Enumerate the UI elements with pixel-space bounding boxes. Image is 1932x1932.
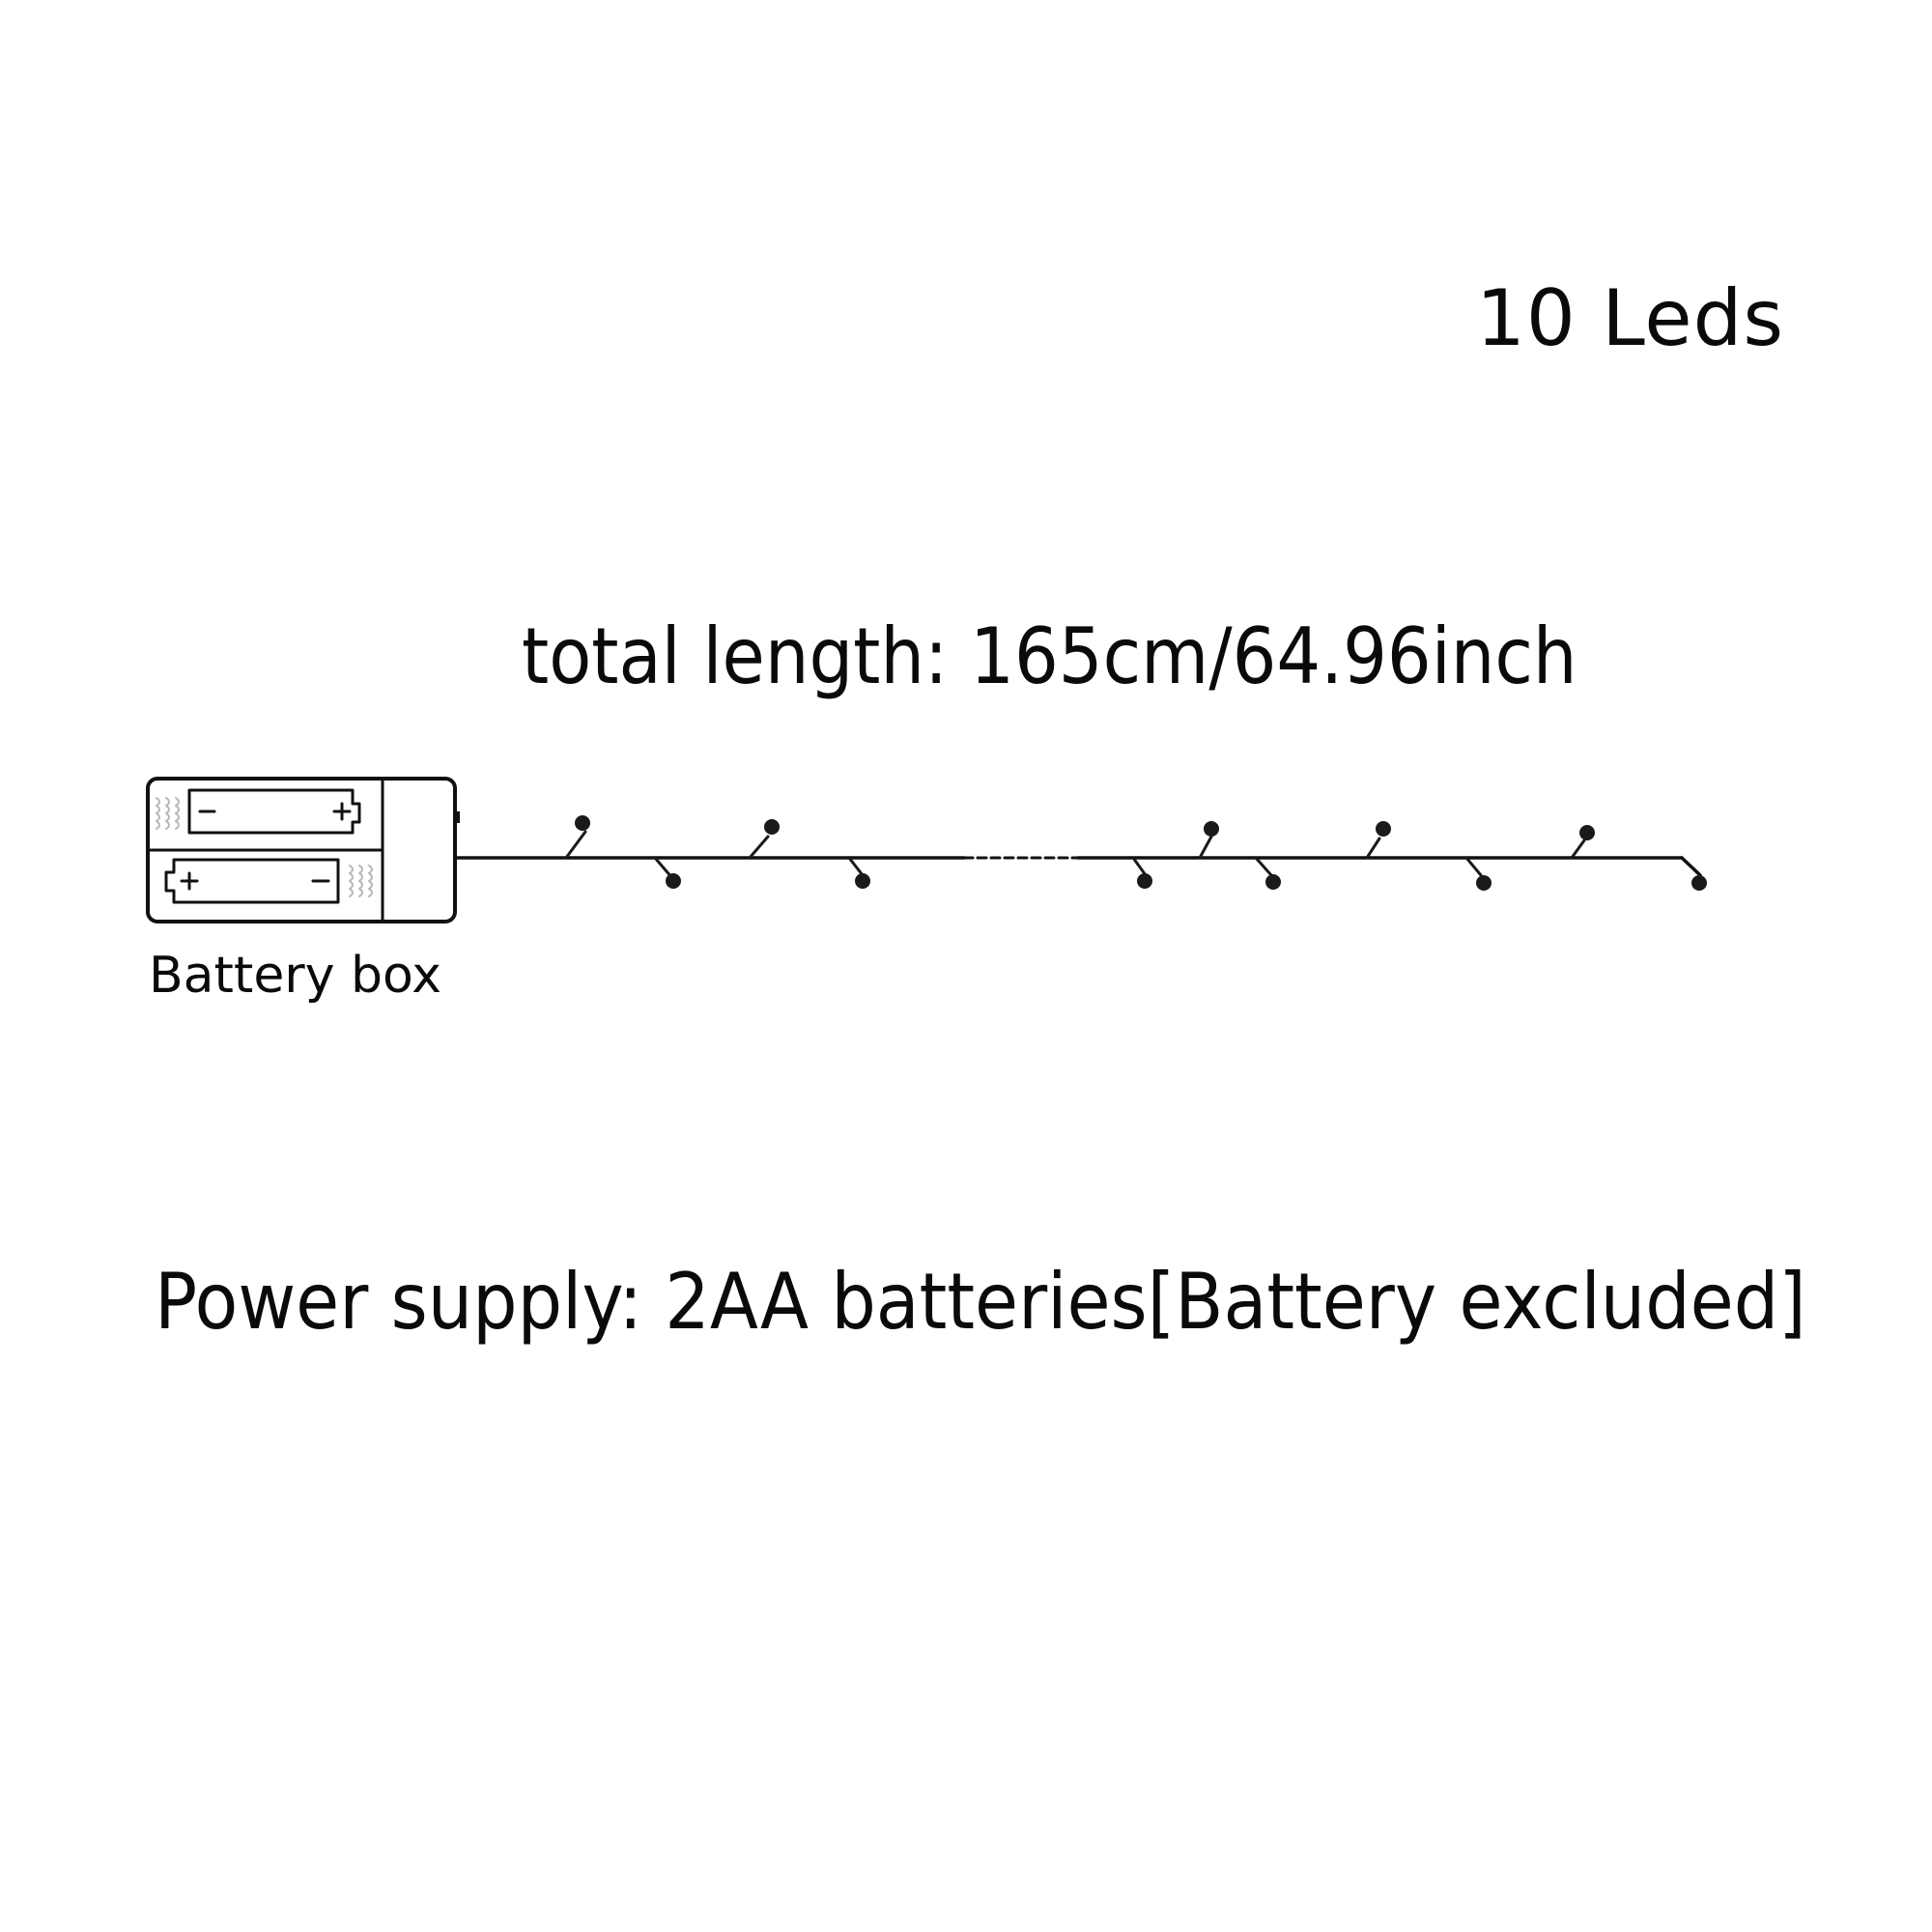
wire	[456, 856, 1702, 877]
battery-top-icon	[156, 788, 361, 835]
battery-bottom-icon	[164, 858, 373, 904]
battery-box-icon	[146, 777, 460, 923]
total-length-label: total length: 165cm/64.96inch	[522, 611, 1577, 701]
led-icon	[748, 819, 780, 860]
led-icon	[564, 815, 590, 860]
led-count-label: 10 Leds	[1476, 273, 1785, 363]
led-icon	[1131, 856, 1152, 889]
power-supply-label: Power supply: 2AA batteries[Battery excl…	[155, 1257, 1806, 1347]
led-icon	[1254, 856, 1281, 890]
led-icon	[1365, 821, 1391, 860]
led-icon	[847, 856, 870, 889]
led-bulbs	[564, 815, 1707, 891]
led-icon	[653, 856, 681, 889]
battery-box-label: Battery box	[149, 947, 441, 1005]
led-icon	[1570, 825, 1595, 860]
led-icon	[1691, 875, 1707, 891]
led-icon	[1464, 856, 1492, 891]
led-icon	[1198, 821, 1219, 860]
